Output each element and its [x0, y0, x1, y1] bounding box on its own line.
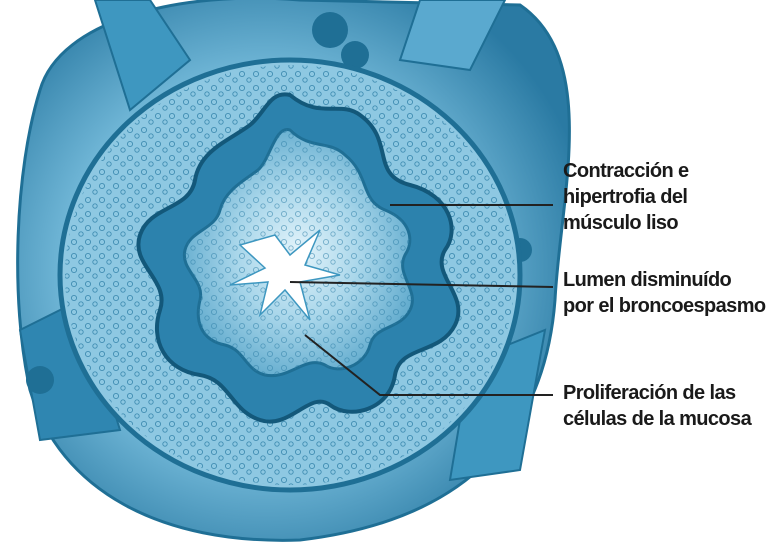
annotation-mucosa-proliferation: Proliferación de las células de la mucos…: [563, 380, 751, 432]
annotation-line: células de la mucosa: [563, 406, 751, 432]
annotation-line: Contracción e: [563, 158, 689, 184]
annotation-line: Proliferación de las: [563, 380, 751, 406]
annotation-line: hipertrofia del: [563, 184, 689, 210]
annotation-narrowed-lumen: Lumen disminuído por el broncoespasmo: [563, 267, 766, 319]
annotation-muscle-contraction: Contracción e hipertrofia del músculo li…: [563, 158, 689, 236]
annotation-line: por el broncoespasmo: [563, 293, 766, 319]
annotation-line: músculo liso: [563, 210, 689, 236]
annotation-line: Lumen disminuído: [563, 267, 766, 293]
